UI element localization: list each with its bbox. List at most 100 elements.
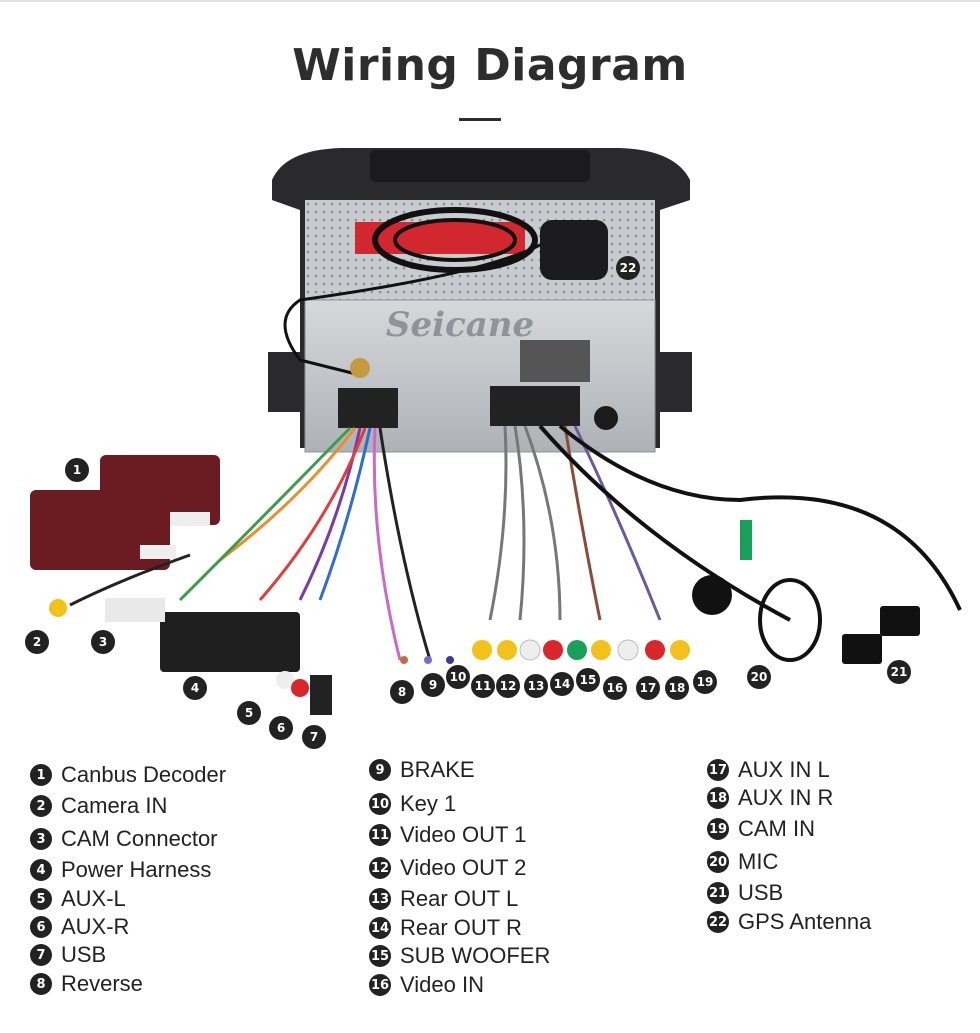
svg-text:17: 17 [640, 681, 657, 695]
legend-number-badge: 3 [30, 828, 52, 850]
svg-text:12: 12 [500, 679, 517, 693]
legend-item-sub-woofer: 15 SUB WOOFER [369, 943, 550, 969]
legend-number-badge: 4 [30, 859, 52, 881]
rca-connectors [400, 639, 690, 664]
legend-number-badge: 18 [707, 787, 729, 809]
legend-number-badge: 9 [369, 759, 391, 781]
legend-label: BRAKE [400, 757, 475, 782]
callout-5: 5 [237, 701, 261, 725]
legend-item-cam-connector: 3 CAM Connector [30, 826, 218, 852]
callout-11: 11 [471, 674, 495, 698]
legend-number-badge: 6 [30, 916, 52, 938]
legend-item-video-out-1: 11 Video OUT 1 [369, 822, 526, 848]
svg-text:21: 21 [891, 665, 908, 679]
svg-text:18: 18 [669, 681, 686, 695]
svg-text:9: 9 [429, 678, 437, 692]
legend-item-video-in: 16 Video IN [369, 972, 484, 998]
legend-label: Rear OUT L [400, 886, 519, 911]
legend-item-reverse: 8 Reverse [30, 971, 143, 997]
power-harness [49, 598, 332, 715]
legend-number-badge: 10 [369, 793, 391, 815]
legend-item-usb: 7 USB [30, 942, 106, 968]
legend-item-key-1: 10 Key 1 [369, 791, 456, 817]
legend-label: Key 1 [400, 791, 457, 816]
legend-number-badge: 5 [30, 888, 52, 910]
legend-label: Video OUT 1 [400, 822, 527, 847]
callout-9: 9 [421, 673, 445, 697]
legend-item-mic: 20 MIC [707, 849, 778, 875]
svg-text:22: 22 [620, 261, 637, 275]
callout-14: 14 [550, 672, 574, 696]
svg-text:3: 3 [99, 635, 107, 649]
callout-2: 2 [25, 630, 49, 654]
callout-13: 13 [524, 674, 548, 698]
legend-item-canbus-decoder: 1 Canbus Decoder [30, 762, 226, 788]
svg-text:8: 8 [398, 685, 406, 699]
legend-label: Camera IN [61, 793, 168, 818]
svg-text:16: 16 [607, 681, 624, 695]
callout-18: 18 [665, 676, 689, 700]
legend-item-aux-r: 6 AUX-R [30, 914, 129, 940]
legend-label: Video OUT 2 [400, 855, 527, 880]
svg-text:14: 14 [554, 677, 571, 691]
legend-number-badge: 14 [369, 917, 391, 939]
legend-number-badge: 15 [369, 945, 391, 967]
legend-number-badge: 21 [707, 882, 729, 904]
mic-and-usb [692, 520, 920, 664]
title-underline [459, 118, 501, 121]
legend-label: CAM Connector [61, 826, 218, 851]
svg-text:5: 5 [245, 706, 253, 720]
legend-item-aux-in-l: 17 AUX IN L [707, 757, 830, 783]
svg-text:20: 20 [751, 670, 768, 684]
legend-number-badge: 17 [707, 759, 729, 781]
callout-4: 4 [183, 676, 207, 700]
callout-20: 20 [747, 665, 771, 689]
svg-text:11: 11 [475, 679, 492, 693]
legend-label: AUX-R [61, 914, 130, 939]
legend-label: MIC [738, 849, 779, 874]
callout-6: 6 [269, 716, 293, 740]
page-title: Wiring Diagram [292, 40, 688, 91]
svg-text:6: 6 [277, 721, 285, 735]
legend-item-usb: 21 USB [707, 880, 783, 906]
legend-label: Reverse [61, 971, 143, 996]
svg-text:1: 1 [73, 463, 81, 477]
legend-label: AUX-L [61, 886, 126, 911]
legend-number-badge: 1 [30, 764, 52, 786]
legend-item-video-out-2: 12 Video OUT 2 [369, 855, 526, 881]
legend-label: Power Harness [61, 857, 212, 882]
legend-number-badge: 8 [30, 973, 52, 995]
legend-label: USB [738, 880, 784, 905]
legend-label: Rear OUT R [400, 915, 522, 940]
legend-number-badge: 22 [707, 911, 729, 933]
legend-number-badge: 11 [369, 824, 391, 846]
legend-item-brake: 9 BRAKE [369, 757, 475, 783]
callout-22: 22 [616, 256, 640, 280]
callout-12: 12 [496, 674, 520, 698]
callout-7: 7 [302, 725, 326, 749]
legend-number-badge: 2 [30, 795, 52, 817]
legend-label: USB [61, 942, 107, 967]
callout-1: 1 [65, 458, 89, 482]
legend-item-rear-out-r: 14 Rear OUT R [369, 915, 522, 941]
svg-text:10: 10 [450, 670, 467, 684]
legend-label: AUX IN R [738, 785, 834, 810]
callout-19: 19 [693, 670, 717, 694]
brand-watermark: Seicane [386, 305, 534, 345]
svg-text:19: 19 [697, 675, 714, 689]
svg-text:2: 2 [33, 635, 41, 649]
legend-item-aux-l: 5 AUX-L [30, 886, 126, 912]
legend-label: Video IN [400, 972, 484, 997]
legend-label: SUB WOOFER [400, 943, 551, 968]
legend-label: CAM IN [738, 816, 815, 841]
product-photo: Seicane [25, 148, 962, 749]
canbus-decoder [30, 455, 220, 570]
callout-8: 8 [390, 680, 414, 704]
legend-number-badge: 19 [707, 818, 729, 840]
wire-bundle [69, 424, 962, 661]
legend-item-gps-antenna: 22 GPS Antenna [707, 909, 871, 935]
legend-number-badge: 12 [369, 857, 391, 879]
legend-item-cam-in: 19 CAM IN [707, 816, 815, 842]
svg-text:4: 4 [191, 681, 199, 695]
legend-item-rear-out-l: 13 Rear OUT L [369, 886, 518, 912]
